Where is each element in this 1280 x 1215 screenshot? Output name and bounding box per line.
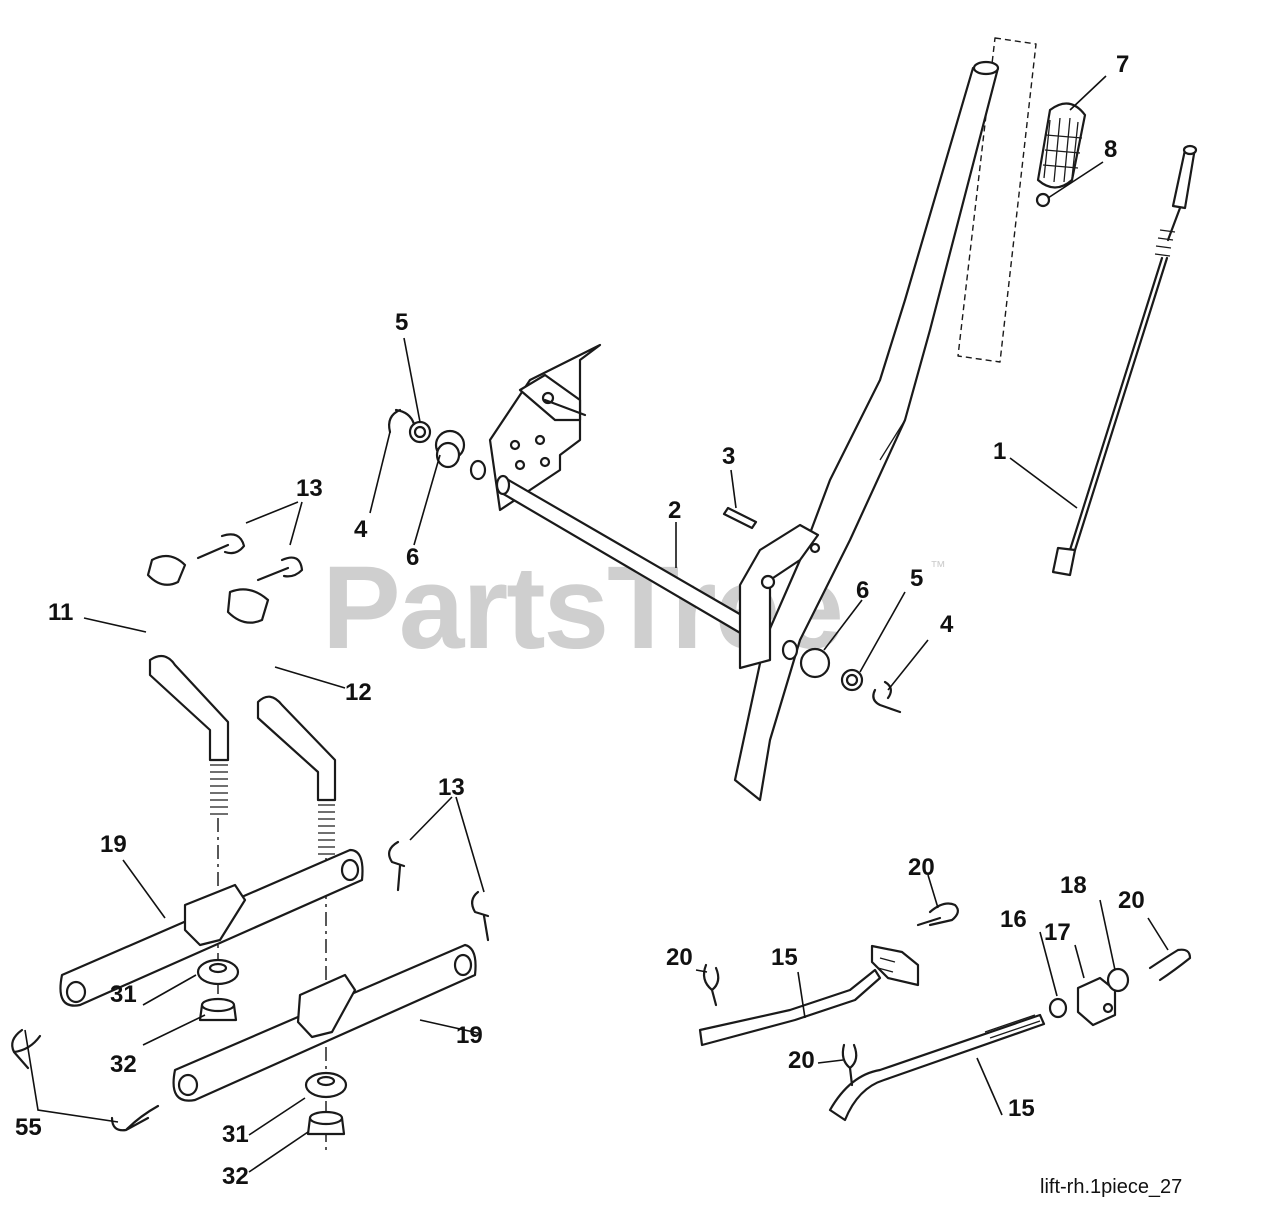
spacer-upper bbox=[196, 958, 240, 986]
handle-sleeve bbox=[957, 37, 1037, 363]
callout-1: 1 bbox=[993, 438, 1006, 465]
callout-20-top: 20 bbox=[908, 854, 935, 881]
clevis-pin-lower-1 bbox=[387, 840, 406, 892]
callout-32-upper: 32 bbox=[110, 1051, 137, 1078]
callout-32-lower: 32 bbox=[222, 1163, 249, 1190]
right-hairpin-clip bbox=[872, 680, 902, 714]
hairpin-20-c bbox=[841, 1043, 858, 1087]
callout-19-lower: 19 bbox=[456, 1022, 483, 1049]
callout-4-left: 4 bbox=[354, 516, 368, 543]
callout-5-left: 5 bbox=[395, 309, 408, 336]
callout-31-upper: 31 bbox=[110, 981, 137, 1008]
callout-6-left: 6 bbox=[406, 544, 419, 571]
clevis-pin-top-2 bbox=[256, 556, 304, 582]
callout-18: 18 bbox=[1060, 872, 1087, 899]
height-rod-upper bbox=[698, 944, 920, 1047]
clevis-pin-lower-2 bbox=[471, 890, 490, 942]
grip-plug bbox=[1035, 192, 1051, 208]
left-bushing bbox=[434, 429, 487, 481]
adjuster-block bbox=[1076, 976, 1117, 1027]
callout-55: 55 bbox=[15, 1114, 42, 1141]
hairpin-20-b bbox=[702, 963, 720, 1007]
nut-upper bbox=[198, 997, 238, 1022]
hairpin-20-a bbox=[916, 902, 959, 927]
callout-12: 12 bbox=[345, 679, 372, 706]
callout-13-top: 13 bbox=[296, 475, 323, 502]
callout-13-lower: 13 bbox=[438, 774, 465, 801]
lift-lever bbox=[733, 60, 1000, 802]
callout-20-bottom: 20 bbox=[788, 1047, 815, 1074]
callout-6-right: 6 bbox=[856, 577, 869, 604]
callout-3: 3 bbox=[722, 443, 735, 470]
leader-lines bbox=[24, 75, 1169, 1173]
right-washer bbox=[840, 668, 864, 692]
link-ferrule-left bbox=[146, 554, 187, 586]
handle-grip bbox=[1036, 102, 1087, 189]
callout-8: 8 bbox=[1104, 136, 1117, 163]
clevis-pin-top-1 bbox=[196, 533, 246, 560]
lift-link-right bbox=[256, 695, 337, 855]
left-hairpin-clip bbox=[388, 408, 416, 434]
hairpin-right bbox=[110, 1104, 160, 1132]
callout-15-lower: 15 bbox=[1008, 1095, 1035, 1122]
left-washer bbox=[408, 420, 432, 444]
hairpin-20-d bbox=[1148, 948, 1192, 982]
callout-20-right: 20 bbox=[1118, 887, 1145, 914]
spacer-lower bbox=[304, 1071, 348, 1099]
lift-arm-upper bbox=[59, 848, 364, 1007]
nut-lower bbox=[306, 1110, 346, 1136]
callout-4-right: 4 bbox=[940, 611, 954, 638]
callout-5-right: 5 bbox=[910, 565, 923, 592]
callout-11: 11 bbox=[48, 599, 73, 626]
callout-31-lower: 31 bbox=[222, 1121, 249, 1148]
mounting-bracket bbox=[488, 343, 602, 512]
callout-2: 2 bbox=[668, 497, 681, 524]
adjustment-rod bbox=[1051, 144, 1198, 577]
link-ferrule-right bbox=[226, 588, 270, 624]
callout-7: 7 bbox=[1116, 51, 1129, 78]
callout-19-upper: 19 bbox=[100, 831, 127, 858]
lift-link-left bbox=[148, 654, 230, 815]
adjuster-bushing bbox=[1106, 967, 1130, 993]
callout-15-upper: 15 bbox=[771, 944, 798, 971]
height-rod-lower bbox=[828, 1013, 1046, 1122]
right-bushing bbox=[781, 639, 831, 679]
lever-base-block bbox=[738, 523, 821, 670]
drawing-reference: lift-rh.1piece_27 bbox=[1040, 1176, 1182, 1198]
watermark-trademark: ™ bbox=[930, 559, 946, 576]
callout-16: 16 bbox=[1000, 906, 1027, 933]
hairpin-left bbox=[11, 1028, 42, 1070]
roll-pin bbox=[722, 506, 758, 530]
rod-washer bbox=[1048, 997, 1068, 1019]
callout-20-left: 20 bbox=[666, 944, 693, 971]
callout-17: 17 bbox=[1044, 919, 1071, 946]
lift-arm-lower bbox=[172, 943, 477, 1102]
